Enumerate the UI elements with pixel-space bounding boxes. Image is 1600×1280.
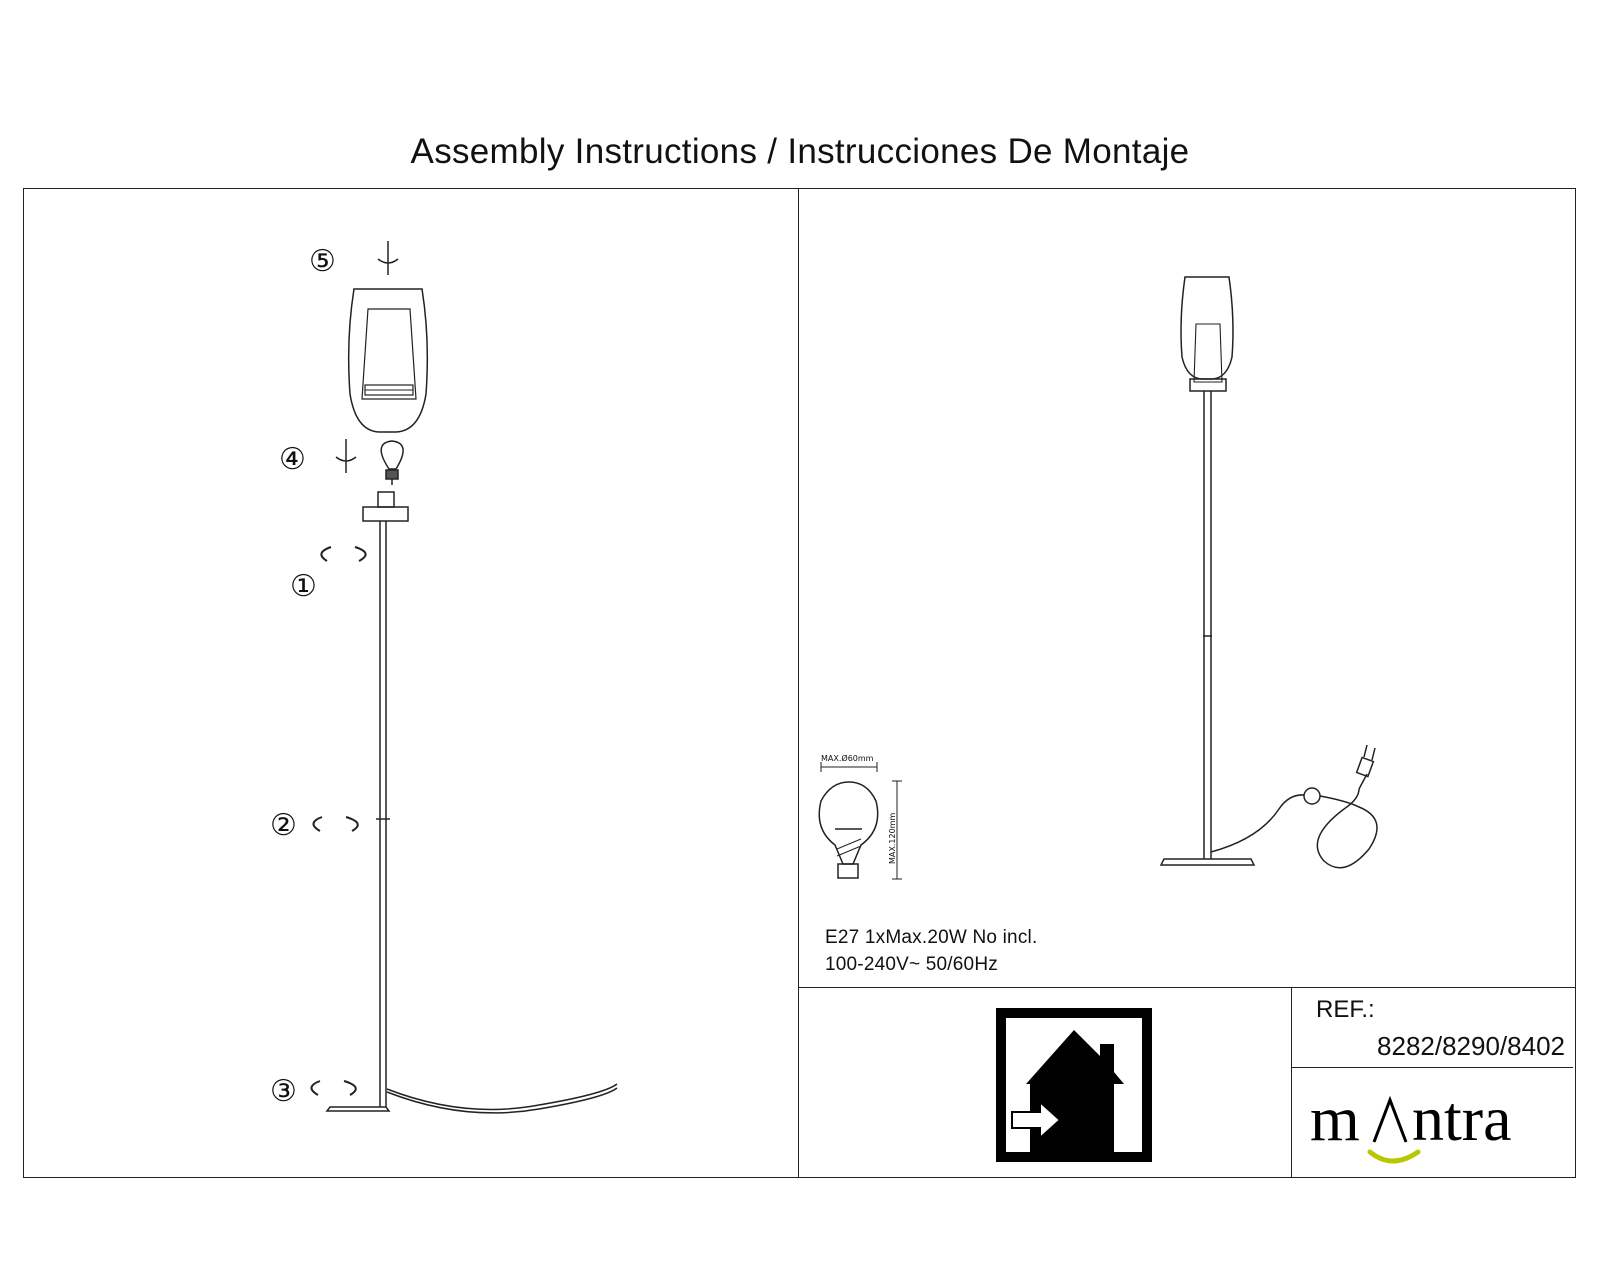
ref-value: 8282/8290/8402 (1377, 1031, 1565, 1061)
step-2-number: ② (270, 808, 297, 843)
spec-power: E27 1xMax.20W No incl. (825, 927, 1038, 948)
lamp-shade (347, 288, 429, 433)
bulb-icon (818, 762, 902, 880)
footer-row: REF.: 8282/8290/8402 m ntra (799, 987, 1575, 1177)
assembly-panel: ⑤ ④ ① ② ③ (24, 189, 799, 1177)
product-panel: MAX.Ø60mm MAX.120mm E27 1xMax.20W No inc… (799, 189, 1575, 1177)
reference-cell: REF.: 8282/8290/8402 (1292, 988, 1573, 1068)
assembled-lamp (1159, 276, 1378, 869)
lamp-base (325, 1083, 618, 1114)
lamp-pole (376, 521, 390, 1107)
step-3-number: ③ (270, 1074, 297, 1109)
spec-voltage: 100-240V~ 50/60Hz (825, 954, 998, 975)
rotate-arrows-icon (310, 546, 367, 1096)
svg-text:ntra: ntra (1412, 1083, 1512, 1154)
indoor-use-cell (799, 988, 1292, 1177)
brand-cell: m ntra (1292, 1068, 1573, 1177)
bulb-max-diameter: MAX.Ø60mm (821, 753, 874, 763)
step-5-number: ⑤ (309, 244, 336, 279)
light-bulb (380, 440, 404, 485)
lamp-socket (362, 491, 409, 522)
step-1-number: ① (290, 569, 317, 604)
assembled-lamp-drawing: MAX.Ø60mm MAX.120mm (818, 276, 1378, 880)
step-4-number: ④ (279, 442, 306, 477)
assembly-drawing: ⑤ ④ ① ② ③ (270, 241, 618, 1114)
brand-smile (1367, 1149, 1421, 1164)
brand-logo-text: m (1310, 1083, 1360, 1154)
step-numbers: ⑤ ④ ① ② ③ (270, 244, 336, 1109)
screw-down-icon (335, 241, 399, 473)
bulb-max-height: MAX.120mm (888, 813, 897, 864)
instruction-sheet: ⑤ ④ ① ② ③ (23, 188, 1576, 1178)
indoor-use-icon (996, 1008, 1152, 1162)
mantra-logo: m ntra (1310, 1083, 1512, 1164)
ref-label: REF.: (1316, 996, 1375, 1023)
page-title: Assembly Instructions / Instrucciones De… (410, 132, 1190, 171)
